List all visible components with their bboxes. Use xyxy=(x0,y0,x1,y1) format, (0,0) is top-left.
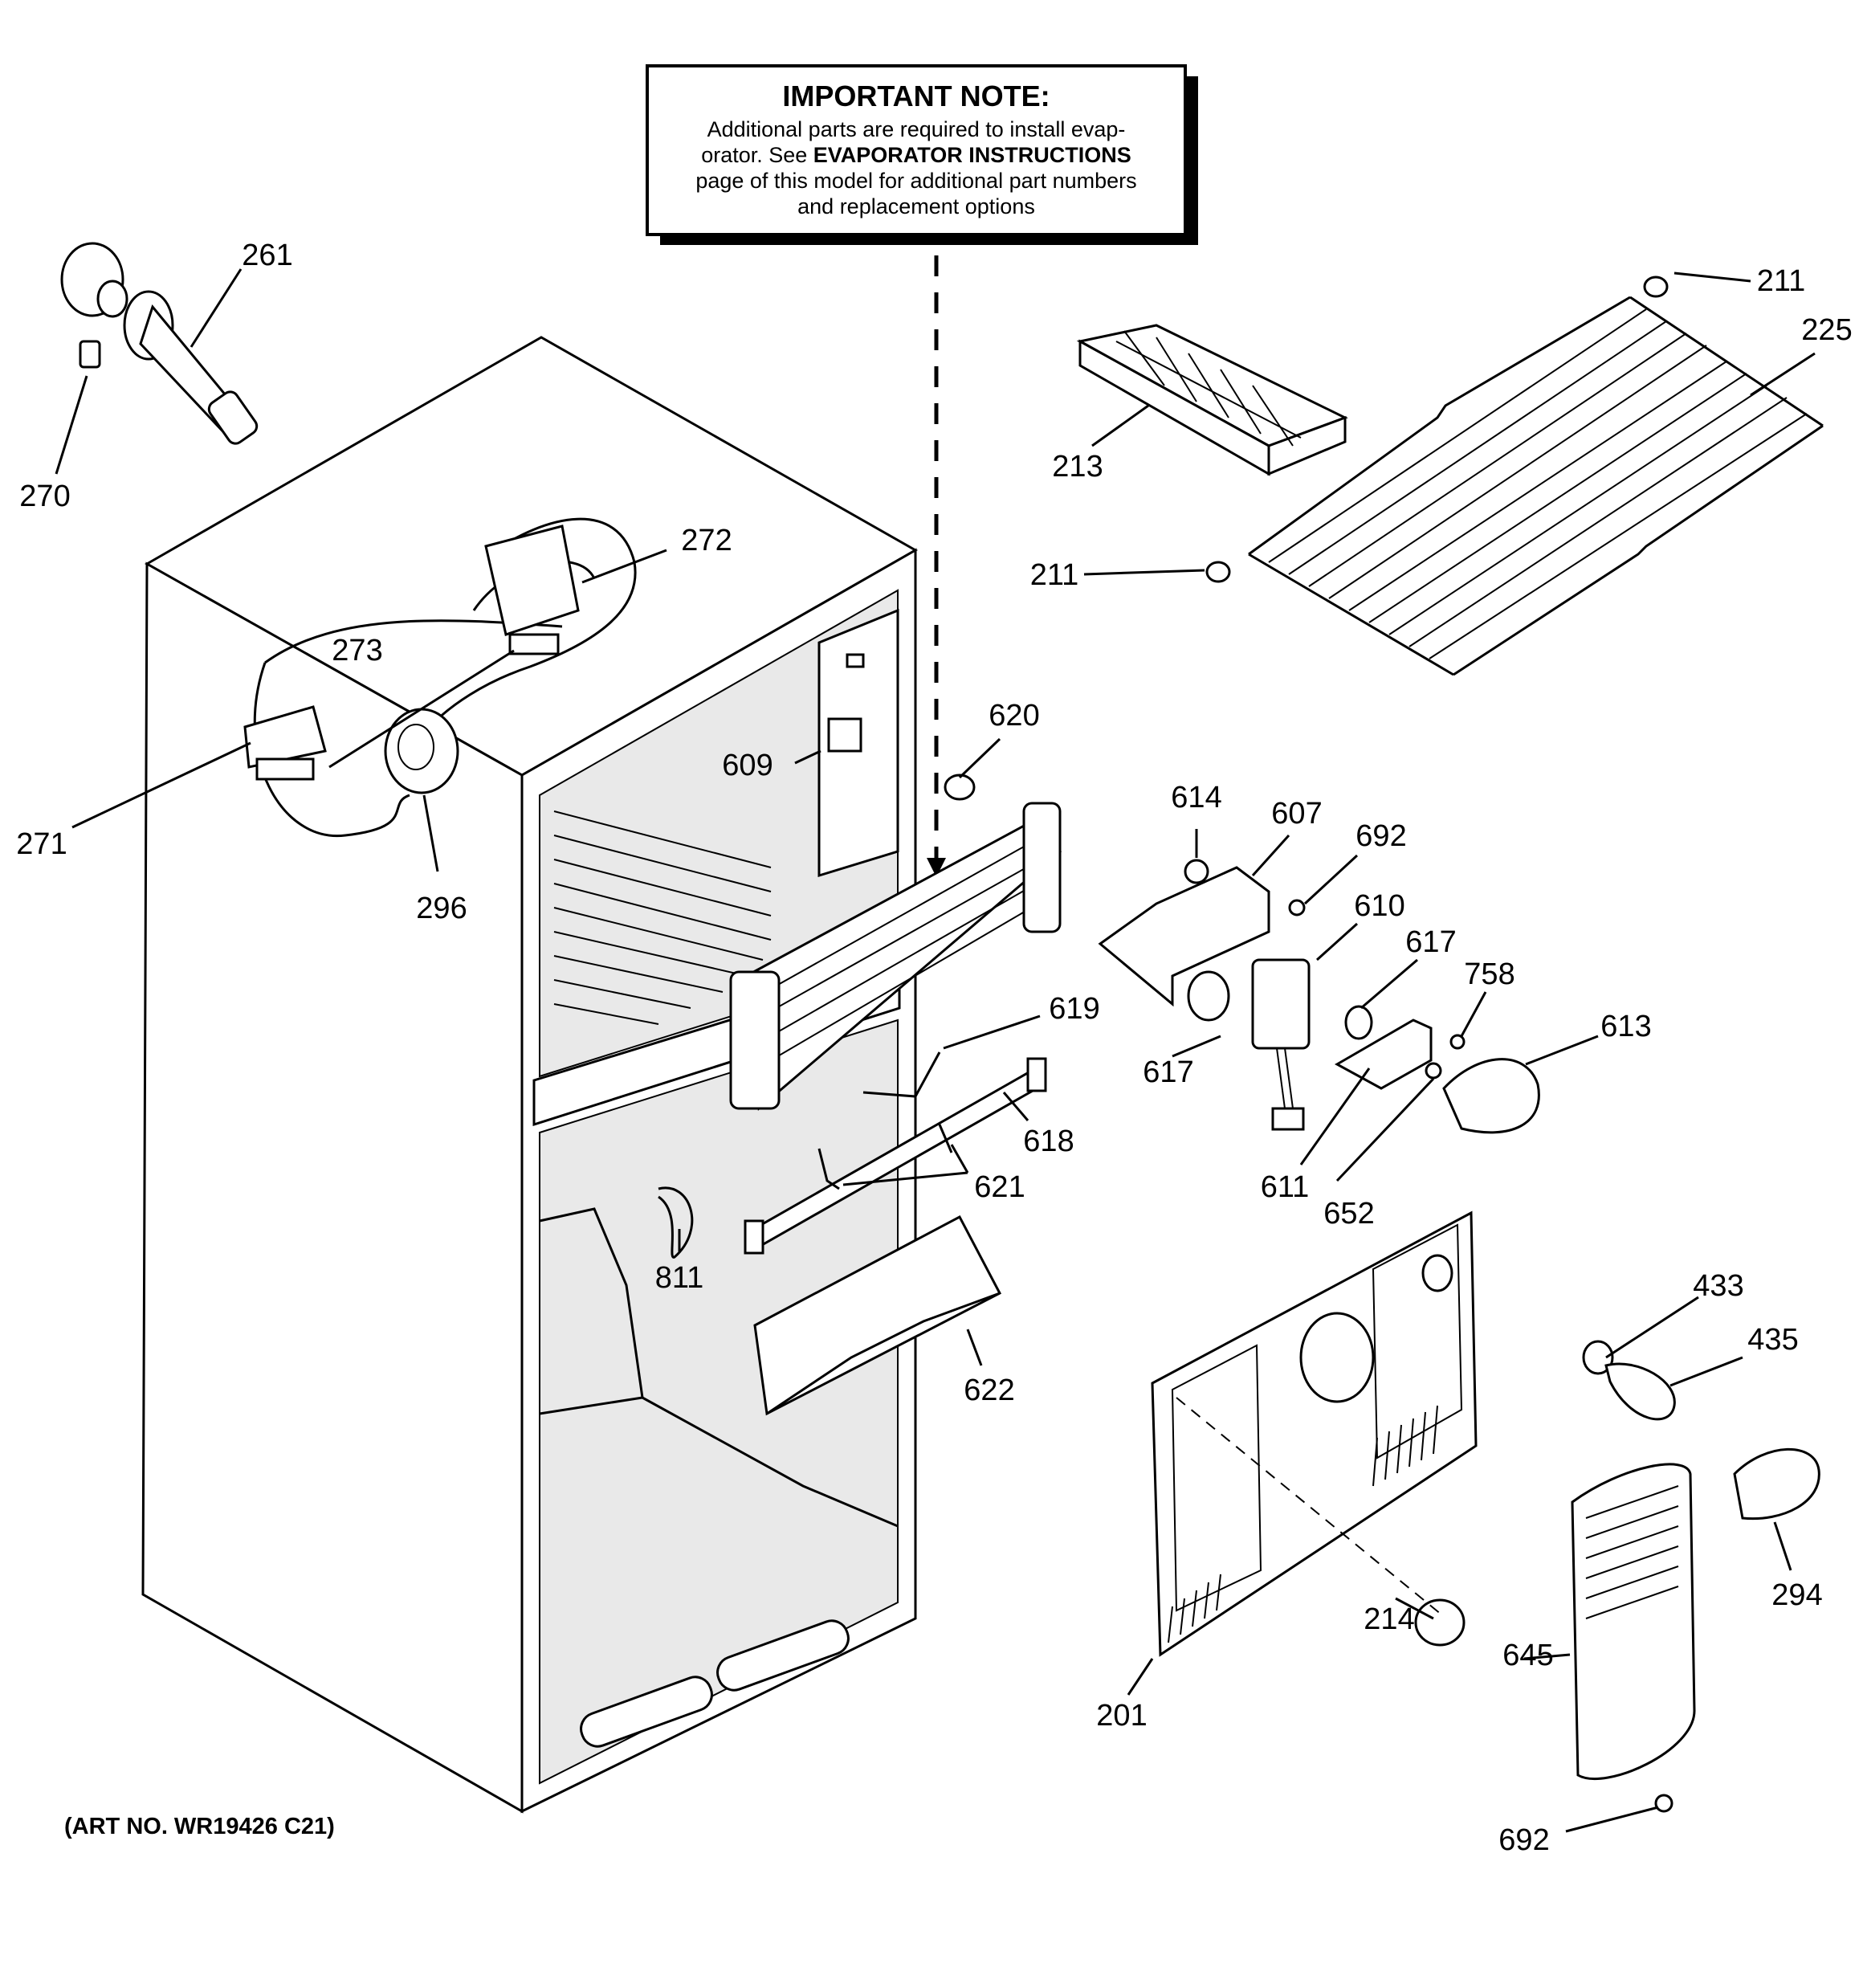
light-socket-drawing xyxy=(1582,1340,1676,1421)
label-part-645: 645 xyxy=(1502,1639,1553,1672)
label-part-621: 621 xyxy=(974,1170,1025,1204)
label-part-610: 610 xyxy=(1354,889,1404,923)
label-part-296: 296 xyxy=(416,892,467,925)
fan-motor-drawing xyxy=(1098,859,1540,1134)
note-title: IMPORTANT NOTE: xyxy=(782,80,1050,112)
label-part-201: 201 xyxy=(1096,1699,1147,1733)
note-line-2: orator. See EVAPORATOR INSTRUCTIONS xyxy=(701,143,1131,167)
label-part-618: 618 xyxy=(1023,1125,1074,1158)
note-line-3: page of this model for additional part n… xyxy=(695,169,1136,193)
label-part-613: 613 xyxy=(1600,1010,1651,1043)
label-part-614: 614 xyxy=(1171,781,1221,814)
note-line-2-text: orator. See xyxy=(701,143,813,167)
label-part-758: 758 xyxy=(1464,957,1514,991)
wire-shelf-drawing xyxy=(1205,276,1824,676)
note-line-2-bold: EVAPORATOR INSTRUCTIONS xyxy=(813,143,1131,167)
label-part-213: 213 xyxy=(1052,450,1103,484)
label-part-609: 609 xyxy=(722,749,773,782)
label-part-433: 433 xyxy=(1693,1269,1743,1303)
label-part-692-top: 692 xyxy=(1355,819,1406,853)
label-part-811: 811 xyxy=(655,1261,704,1295)
art-number: (ART NO. WR19426 C21) xyxy=(64,1814,335,1839)
leader-lines xyxy=(55,268,1816,1833)
label-part-692-bottom: 692 xyxy=(1498,1823,1549,1857)
important-note-box: IMPORTANT NOTE: Additional parts are req… xyxy=(646,64,1198,245)
label-part-211-top: 211 xyxy=(1757,264,1806,298)
label-part-620: 620 xyxy=(989,699,1039,733)
label-part-611: 611 xyxy=(1261,1170,1310,1204)
part-261-drawing xyxy=(60,242,259,445)
label-part-617-left: 617 xyxy=(1143,1055,1193,1089)
label-part-271: 271 xyxy=(16,827,67,861)
label-part-607: 607 xyxy=(1271,797,1322,831)
note-line-1: Additional parts are required to install… xyxy=(707,117,1126,141)
label-part-211-bottom: 211 xyxy=(1030,558,1079,592)
evaporator-drawing xyxy=(658,774,1062,1416)
label-part-622: 622 xyxy=(964,1374,1014,1407)
ice-tray-drawing xyxy=(1076,324,1348,476)
label-part-261: 261 xyxy=(242,239,292,272)
note-line-4: and replacement options xyxy=(797,194,1035,218)
label-part-214: 214 xyxy=(1364,1602,1414,1636)
label-part-273: 273 xyxy=(332,634,382,667)
label-part-270: 270 xyxy=(19,480,70,513)
label-part-435: 435 xyxy=(1747,1323,1798,1357)
label-part-294: 294 xyxy=(1771,1578,1822,1612)
freezer-back-wall-tubes xyxy=(553,810,772,1025)
label-part-225: 225 xyxy=(1801,313,1852,347)
part-labels: 261 270 272 273 271 296 211 225 213 211 … xyxy=(16,239,1852,1857)
label-part-652: 652 xyxy=(1323,1197,1374,1231)
light-shield-drawing xyxy=(1571,1447,1820,1813)
label-part-617-right: 617 xyxy=(1405,925,1456,959)
wiring-harness-drawing xyxy=(243,517,637,838)
label-part-272: 272 xyxy=(681,524,732,557)
evaporator-cover-drawing xyxy=(1151,1210,1478,1657)
note-arrow-head xyxy=(927,858,946,877)
label-part-619: 619 xyxy=(1049,992,1099,1026)
cover-vents xyxy=(1168,1405,1438,1643)
